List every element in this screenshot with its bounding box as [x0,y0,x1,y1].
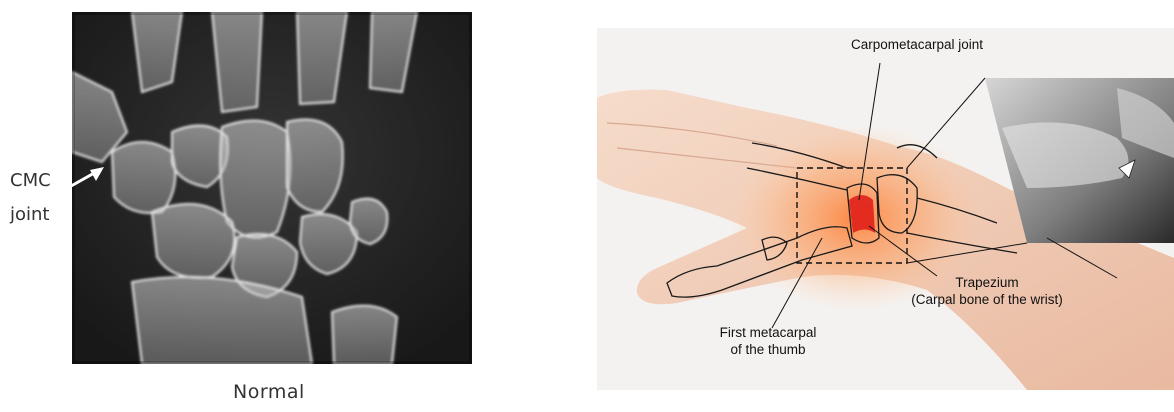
cmc-joint-diagram-panel: Carpometacarpal joint Trapezium (Carpal … [597,28,1174,390]
normal-xray-panel: CMC joint Normal [0,0,520,412]
cmc-arrow [0,0,520,412]
label-carpometacarpal-joint: Carpometacarpal joint [817,36,1017,53]
label-metacarpal-line2: of the thumb [693,341,843,358]
label-metacarpal-line1: First metacarpal [693,324,843,341]
label-trapezium-line1: Trapezium [887,274,1087,291]
hand-illustration [597,28,1174,390]
label-trapezium-line2: (Carpal bone of the wrist) [887,291,1087,308]
caption-normal: Normal [233,381,305,403]
cmc-label-line1: CMC [10,170,51,191]
label-trapezium: Trapezium (Carpal bone of the wrist) [887,274,1087,308]
cmc-label-line2: joint [10,204,49,225]
label-first-metacarpal: First metacarpal of the thumb [693,324,843,358]
